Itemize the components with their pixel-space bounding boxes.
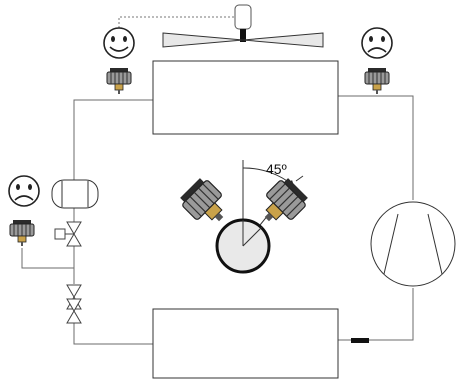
pipe-left-sensor	[21, 248, 74, 269]
pipe-condenser-right	[338, 95, 414, 200]
frowning-face-icon-left	[8, 175, 40, 207]
fan-icon	[162, 4, 324, 48]
pipe-valve-evaporator	[73, 322, 153, 345]
circle-center-icon	[215, 218, 271, 274]
condenser-box	[152, 60, 339, 135]
piping	[21, 16, 414, 345]
sensor-top-left	[106, 67, 132, 95]
evaporator-sensor-strip	[351, 338, 369, 343]
compressor-icon	[370, 201, 456, 287]
angle-label: 45º	[266, 161, 287, 177]
sensor-left	[9, 219, 35, 247]
sensor-angled-left	[176, 174, 235, 233]
pipe-compressor-evaporator	[338, 288, 414, 341]
smiley-face-icon	[103, 27, 135, 59]
expansion-valve-icon	[54, 221, 82, 247]
control-line	[118, 16, 239, 28]
valve-icon-lower	[66, 298, 82, 324]
evaporator-box	[152, 308, 339, 379]
frowning-face-icon	[361, 27, 393, 59]
sensor-top-right	[364, 67, 390, 95]
pipe-condenser-left	[73, 99, 153, 180]
sensor-angled-right	[253, 174, 312, 233]
receiver-tank-icon	[51, 179, 99, 209]
